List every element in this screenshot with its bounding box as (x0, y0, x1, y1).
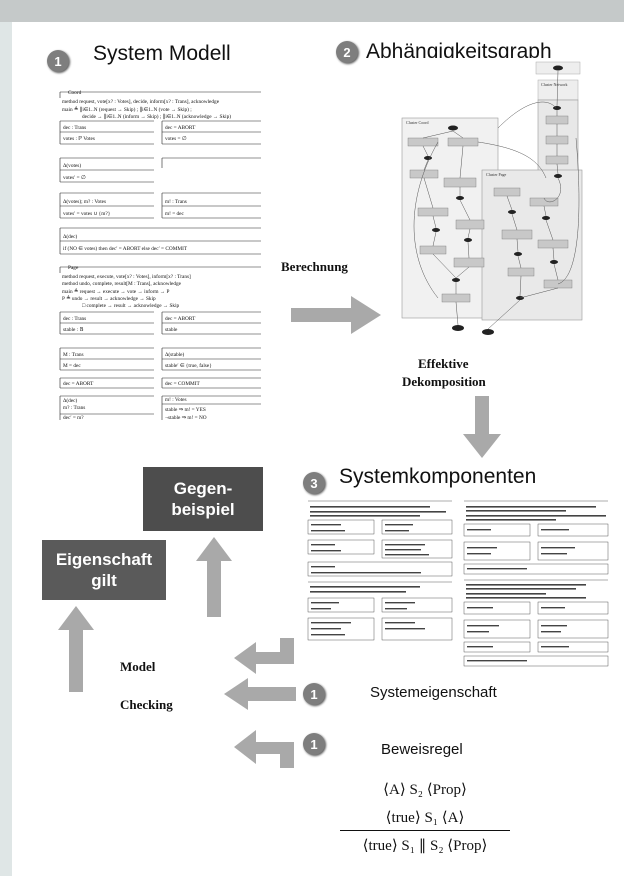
property-holds-box: Eigenschaft gilt (42, 540, 166, 600)
coord-main-1: main ≜ ∥i∈1..N (request → Skip) ; ∥i∈1..… (62, 106, 192, 113)
page-vote-3: ¬stable ⇒ m! = NO (165, 415, 207, 421)
component-thumbnail-left (306, 498, 454, 646)
coord-specification: Coord method request, vote[x? : Votes], … (58, 88, 263, 260)
components-heading: Systemkomponenten (339, 465, 537, 488)
graph-cluster-page: Cluster Page (486, 172, 507, 177)
step-badge-dependency-graph: 2 (336, 41, 358, 63)
system-model-heading: System Modell (93, 42, 231, 65)
step-badge-system-model: 1 (47, 50, 69, 72)
proof-rule-heading: Beweisregel (381, 741, 463, 758)
page-vote-2: stable ⇒ m! = YES (165, 407, 206, 413)
page-method-2: method undo, complete, result[M : Trans]… (62, 281, 182, 287)
page-state-2: stable : 𝔹 (63, 327, 83, 333)
page-inform-1: Δ(dec) (63, 397, 78, 404)
coord-decide-1: Δ(dec) (63, 233, 78, 240)
top-bar (0, 0, 624, 22)
step-badge-property: 1 (303, 683, 325, 705)
dependency-graph-image: Cluster Coord Cluster Page Cluster Netwo… (398, 58, 584, 340)
counterexample-up-arrow (196, 537, 232, 617)
page-method-1: method request, execute, vote[x? : Votes… (62, 273, 191, 280)
coord-main-2: decide → ∥i∈1..N (inform → Skip) ; ∥i∈1.… (82, 113, 231, 120)
coord-request-1: Δ(votes) (63, 162, 81, 169)
effective-label: Effektive (418, 356, 469, 371)
property-to-checking-arrow (224, 678, 296, 710)
page-init-2: stable (165, 327, 178, 333)
page-init-1: dec = ABORT (165, 316, 196, 322)
page-inform-2: m? : Trans (63, 405, 85, 411)
proof-rule-premise-2: ⟨true⟩ S₁ ⟨A⟩ (385, 810, 465, 826)
coord-request-2: votes′ = ∅ (63, 175, 86, 181)
checking-label: Checking (120, 697, 173, 712)
proof-rule-fraction-line (340, 830, 510, 831)
coord-vote-2: votes′ = votes ∪ {m?} (63, 211, 111, 217)
page-complete: dec = COMMIT (165, 381, 201, 387)
page-inform-3: dec′ = m? (63, 415, 84, 421)
components-to-checking-arrow (234, 638, 294, 674)
counterexample-text-line-1: Gegen- (173, 479, 233, 498)
coord-title: Coord (68, 90, 82, 96)
coord-inform-1: m! : Trans (165, 199, 187, 205)
computation-label: Berechnung (281, 259, 348, 274)
proof-rule-premise-1: ⟨A⟩ S₂ ⟨Prop⟩ (383, 782, 467, 798)
decomposition-arrow (463, 396, 501, 458)
counterexample-box-text: Gegen- beispiel (143, 467, 263, 531)
page-vote-1: m! : Votes (165, 397, 187, 403)
page-execute-2: stable′ ∈ {true, false} (165, 362, 212, 369)
property-heading: Systemeigenschaft (370, 684, 497, 701)
proof-rule-to-checking-arrow (234, 730, 294, 768)
coord-vote-1: Δ(votes); m? : Votes (63, 198, 106, 205)
decomposition-label: Dekomposition (402, 374, 486, 389)
step-badge-proof-rule: 1 (303, 733, 325, 755)
model-label: Model (120, 659, 156, 674)
page-undo: dec = ABORT (63, 381, 94, 387)
component-thumbnail-right (462, 498, 610, 668)
page-main-2: P ≜ undo → result → acknowledge → Skip (62, 295, 156, 302)
page-specification: Page method request, execute, vote[x? : … (58, 264, 263, 422)
graph-cluster-network: Cluster Network (541, 82, 568, 87)
computation-arrow (291, 296, 381, 334)
coord-init-2: votes = ∅ (165, 136, 186, 142)
coord-init-1: dec = ABORT (165, 125, 196, 131)
page-title: Page (68, 265, 79, 271)
property-holds-line-2: gilt (91, 571, 117, 590)
coord-decide-2: if (NO ∈ votes) then dec′ = ABORT else d… (63, 245, 188, 252)
property-holds-line-1: Eigenschaft (55, 550, 153, 569)
page-execute-1: Δ(stable) (165, 351, 185, 358)
page-main-3: □ complete → result → acknowledge → Skip (82, 303, 180, 309)
coord-method: method request, vote[x? : Votes], decide… (62, 98, 220, 105)
page-main-1: main ≜ request → execute → vote → inform… (62, 288, 169, 295)
graph-cluster-coord: Cluster Coord (406, 120, 429, 125)
counterexample-text-line-2: beispiel (171, 500, 235, 519)
page-result-2: M = dec (63, 363, 81, 369)
page-state-1: dec : Trans (63, 316, 86, 322)
dependency-graph-heading: Abhängigkeitsgraph (366, 40, 552, 63)
coord-state-2: votes : ℙ Votes (63, 136, 95, 142)
page-result-1: M : Trans (63, 352, 84, 358)
property-holds-up-arrow (58, 606, 94, 692)
coord-inform-2: m! = dec (165, 211, 185, 217)
coord-state-1: dec : Trans (63, 125, 86, 131)
proof-rule-conclusion: ⟨true⟩ S₁ ∥ S₂ ⟨Prop⟩ (362, 838, 488, 854)
counterexample-box: Gegen- (143, 467, 263, 531)
step-badge-components: 3 (303, 472, 325, 494)
